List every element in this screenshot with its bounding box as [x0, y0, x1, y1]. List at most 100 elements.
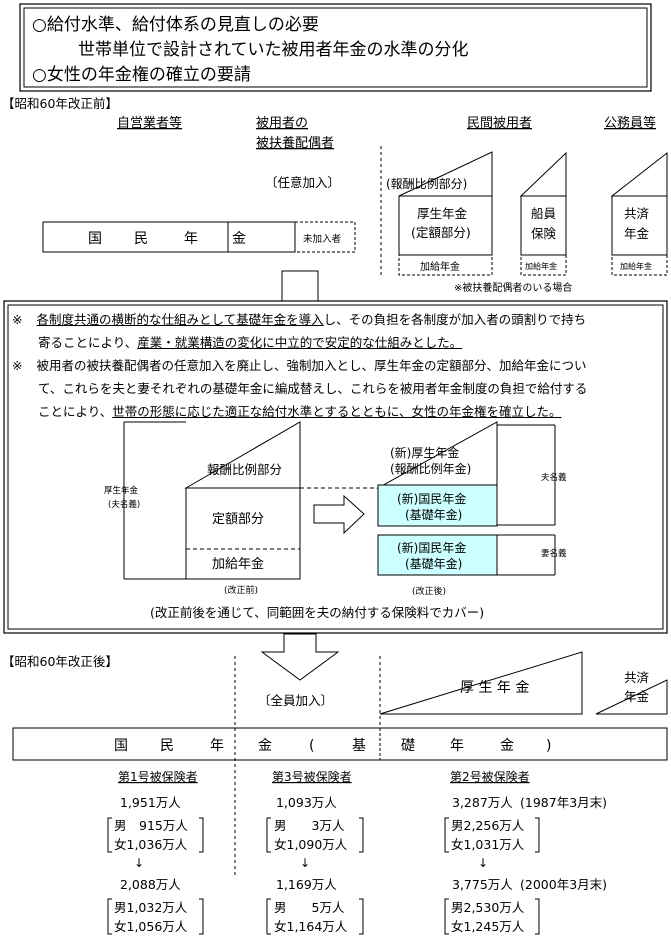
before-caption: (改正前)	[224, 584, 258, 596]
bp-char-5: (	[309, 738, 314, 754]
wife-label: 妻名義	[541, 548, 567, 559]
flat-rate-label: 定額部分	[212, 512, 264, 527]
header-line-1: ○給付水準、給付体系の見直しの必要	[32, 15, 319, 35]
bp-char-10: )	[546, 738, 551, 754]
bp-char-6: 基	[352, 737, 366, 754]
cat3-bracket-open-2	[266, 898, 271, 935]
col-self-employed: 自営業者等	[117, 115, 182, 131]
seaman-label-l1: 船員	[531, 206, 557, 221]
not-enrolled-label: 未加入者	[303, 233, 341, 245]
after-kosei-label: 厚 生 年 金	[460, 680, 529, 696]
cat2-bracket-close-1	[535, 817, 540, 853]
kosei-addition-label: 加給年金	[420, 260, 460, 273]
cat2-male-1987: 男2,256万人	[451, 818, 525, 833]
cat1-bracket-close-2	[199, 898, 204, 935]
transform-arrow	[313, 494, 365, 535]
addition-label: 加給年金	[212, 556, 264, 572]
b2-l3-a: ことにより、	[38, 404, 113, 419]
cat3-bracket-close-2	[359, 898, 364, 935]
reform-box	[3, 300, 668, 634]
voluntary-enrollment: 〔任意加入〕	[265, 175, 340, 190]
bp-char-7: 礎	[401, 738, 415, 754]
cat2-label: 第2号被保険者	[450, 770, 530, 784]
after-mutual-l1: 共済	[624, 670, 650, 685]
b1-l1-a: 各制度共通の横断的な仕組みとして基礎年金を導入	[36, 312, 324, 327]
cat2-female-1987: 女1,031万人	[451, 837, 525, 852]
new-kosei-l1: (新)厚生年金	[390, 445, 459, 460]
husband-label: 夫名義	[541, 472, 567, 483]
left-label-l2: (夫名義)	[108, 499, 140, 510]
seaman-addition-label: 加給年金	[525, 261, 557, 271]
kosei-flat-box	[398, 195, 493, 256]
seaman-addition-box	[520, 254, 567, 276]
new-np-wife-l1: (新)国民年金	[397, 540, 466, 555]
cat3-bracket-open-1	[266, 817, 271, 853]
bp-char-9: 金	[500, 738, 514, 754]
mutual-label-l1: 共済	[624, 206, 650, 221]
b1-l2-a: 寄ることにより、	[38, 335, 138, 350]
after-mutual-l2: 年金	[624, 689, 650, 704]
bp-char-8: 年	[450, 738, 464, 754]
bullet-mark-1: ※	[12, 312, 23, 327]
kosei-label-l2: (定額部分)	[411, 225, 471, 240]
b2-l1: 被用者の被扶養配偶者の任意加入を廃止し、強制加入とし、厚生年金の定額部分、加給年…	[36, 358, 587, 373]
cat3-male-2000: 男 5万人	[274, 900, 345, 915]
bp-char-3: 年	[210, 738, 224, 754]
cat1-female-1987: 女1,036万人	[114, 837, 188, 852]
cat1-male-1987: 男 915万人	[114, 818, 188, 833]
mutual-wedge	[610, 151, 668, 197]
bp-char-4: 金	[258, 738, 272, 754]
cat1-label: 第1号被保険者	[118, 770, 198, 784]
new-np-husband-l1: (新)国民年金	[397, 491, 466, 506]
col-dependent-spouse-l2: 被扶養配偶者	[256, 135, 334, 151]
reform-bullet-1: ※各制度共通の横断的な仕組みとして基礎年金を導入し、その負担を各制度が加入者の頭…	[12, 308, 662, 354]
note-dependent-spouse: ※被扶養配偶者のいる場合	[454, 281, 572, 294]
cat2-total-2000: 3,775万人	[452, 877, 513, 892]
np-char-3: 年	[184, 231, 198, 247]
header-line-3: ○女性の年金権の確立の要請	[32, 65, 251, 85]
seaman-wedge	[519, 151, 567, 197]
np-char-1: 国	[88, 231, 102, 247]
cat2-date-1987: (1987年3月末)	[520, 795, 607, 810]
cat3-female-2000: 女1,164万人	[274, 919, 348, 934]
b2-l3-b: 世帯の形態に応じた適正な給付水準とするとともに、女性の年金権を確立した。	[112, 404, 562, 419]
cat1-total-1987: 1,951万人	[120, 795, 181, 810]
left-label-l1: 厚生年金	[104, 485, 139, 496]
new-np-wife-l2: (基礎年金)	[405, 556, 462, 571]
connector-before	[281, 270, 319, 302]
down-arrow	[260, 633, 340, 681]
cat3-female-1987: 女1,090万人	[274, 837, 348, 852]
after-mutual-wedge	[595, 679, 668, 715]
new-np-husband-box	[377, 484, 498, 527]
cat1-male-2000: 男1,032万人	[114, 900, 188, 915]
header-line-2: 世帯単位で設計されていた被用者年金の水準の分化	[78, 40, 469, 60]
cat1-bracket-open-2	[107, 898, 112, 935]
cat2-bracket-open-1	[444, 817, 449, 853]
not-enrolled-box	[294, 221, 356, 253]
bullet-mark-2: ※	[12, 358, 23, 373]
after-section-label: 【昭和60年改正後】	[2, 654, 118, 669]
b2-l2: て、これらを夫と妻それぞれの基礎年金に編成替えし、これらを被用者年金制度の負担で…	[38, 381, 588, 396]
remuneration-part-label: (報酬比例部分)	[386, 176, 467, 191]
cat2-bracket-close-2	[535, 898, 540, 935]
kosei-label-l1: 厚生年金	[417, 206, 468, 221]
col-private-employees: 民間被用者	[467, 116, 532, 131]
seaman-label-l2: 保険	[531, 226, 557, 241]
cat3-arrow: ↓	[300, 856, 310, 870]
reform-footer: (改正前後を通じて、同範囲を夫の納付する保険料でカバー)	[150, 605, 484, 620]
new-kosei-l2: (報酬比例年金)	[390, 461, 471, 476]
national-pension-bar	[42, 221, 296, 253]
all-enrollment: 〔全員加入〕	[258, 693, 333, 708]
before-section-label: 【昭和60年改正前】	[2, 96, 118, 111]
np-char-2: 民	[134, 231, 148, 247]
cat2-male-2000: 男2,530万人	[451, 900, 525, 915]
mutual-addition-box	[611, 254, 668, 276]
cat2-total-1987: 3,287万人	[452, 795, 513, 810]
basic-pension-bar	[12, 727, 668, 761]
kosei-addition-box	[398, 254, 493, 276]
b1-l2-b: 産業・就業構造の変化に中立的で安定的な仕組みとした。	[137, 335, 463, 350]
cat3-bracket-close-1	[359, 817, 364, 853]
cat1-total-2000: 2,088万人	[120, 877, 181, 892]
remuneration-wedge	[184, 421, 301, 489]
